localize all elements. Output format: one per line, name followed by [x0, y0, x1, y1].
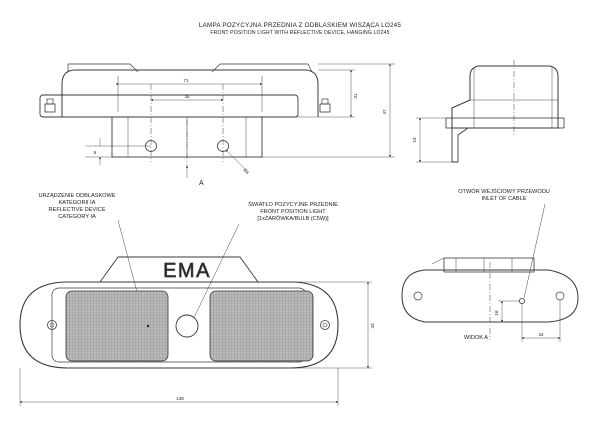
dim-71: 71	[183, 78, 189, 83]
side-flange	[445, 117, 565, 129]
side-bracket	[451, 127, 469, 163]
callout-reflector-line4: CATEGORY IA	[58, 214, 96, 220]
callout-reflector-line2: KATEGORII IA	[59, 200, 96, 206]
view-a-bracket-edge	[431, 257, 445, 265]
callout-cable-leader	[523, 203, 546, 299]
dim-19: 19	[412, 137, 417, 143]
view-a-label: WIDOK A	[464, 335, 488, 341]
housing-body	[61, 69, 319, 117]
view-a: 16 34 WIDOK A	[401, 257, 579, 342]
screw-right	[319, 98, 331, 113]
callout-light-leader	[189, 223, 240, 327]
screw-left	[44, 98, 56, 113]
view-a-bracket-ribs	[455, 258, 513, 272]
cable-inlet-hole	[519, 297, 526, 304]
dim-8: Ø8	[242, 167, 250, 175]
view-arrow-label: A	[199, 180, 204, 187]
side-housing	[451, 65, 559, 129]
side-elevation-view: 19	[412, 60, 565, 163]
lamp-top-cap	[99, 256, 259, 283]
dim-148: 148	[176, 396, 184, 401]
callout-reflector-line1: URZĄDZENIE ODBLASKOWE	[38, 193, 115, 199]
reflector-right	[209, 290, 314, 362]
front-elevation-view: 71 35 31 47 6 Ø8 A	[39, 63, 395, 187]
callout-cable-inlet: OTWÓR WEJŚCIOWY PRZEWODU INLET OF CABLE	[458, 187, 550, 299]
callout-light-line3: [1xŻARÓWKA/BULB (C5W)]	[257, 215, 329, 222]
callout-light-line1: ŚWIATŁO POZYCYJNE PRZEDNIE	[248, 200, 338, 208]
position-light-lens	[175, 314, 199, 338]
front-face-view: EMA 148 43	[19, 256, 375, 406]
view-a-hole-left	[413, 291, 423, 301]
view-a-bracket	[443, 257, 535, 273]
reflector-center-dot	[146, 324, 150, 328]
callout-light-line2: FRONT POSITION LIGHT	[260, 209, 326, 215]
dim-47: 47	[382, 109, 387, 115]
reflector-left	[65, 290, 169, 362]
drawing-title-polish: LAMPA POZYCYJNA PRZEDNIA Z ODBLASKIEM WI…	[198, 22, 402, 29]
view-a-hole-right	[555, 291, 565, 301]
housing-top-ridge	[67, 63, 313, 73]
ema-logo: EMA	[163, 260, 211, 282]
callout-cable-line1: OTWÓR WEJŚCIOWY PRZEWODU	[458, 187, 550, 195]
dim-43: 43	[370, 323, 375, 329]
hole-centerlines	[150, 84, 224, 168]
dim-35: 35	[184, 94, 190, 99]
callout-reflector-line3: REFLECTIVE DEVICE	[49, 207, 106, 213]
housing-inner-edge	[117, 76, 263, 112]
screw-hole-left	[47, 320, 57, 330]
callout-cable-line2: INLET OF CABLE	[482, 196, 527, 202]
callout-position-light: ŚWIATŁO POZYCYJNE PRZEDNIE FRONT POSITIO…	[189, 200, 338, 327]
dim-34: 34	[538, 332, 544, 337]
dim-16: 16	[494, 310, 499, 316]
screw-hole-right	[320, 320, 330, 330]
dim-31: 31	[353, 93, 358, 99]
mounting-flange	[39, 94, 299, 118]
dim-6: 6	[94, 150, 97, 155]
drawing-title-english: FRONT POSITION LIGHT WITH REFLECTIVE DEV…	[210, 30, 390, 36]
view-a-base-outline	[401, 269, 579, 323]
